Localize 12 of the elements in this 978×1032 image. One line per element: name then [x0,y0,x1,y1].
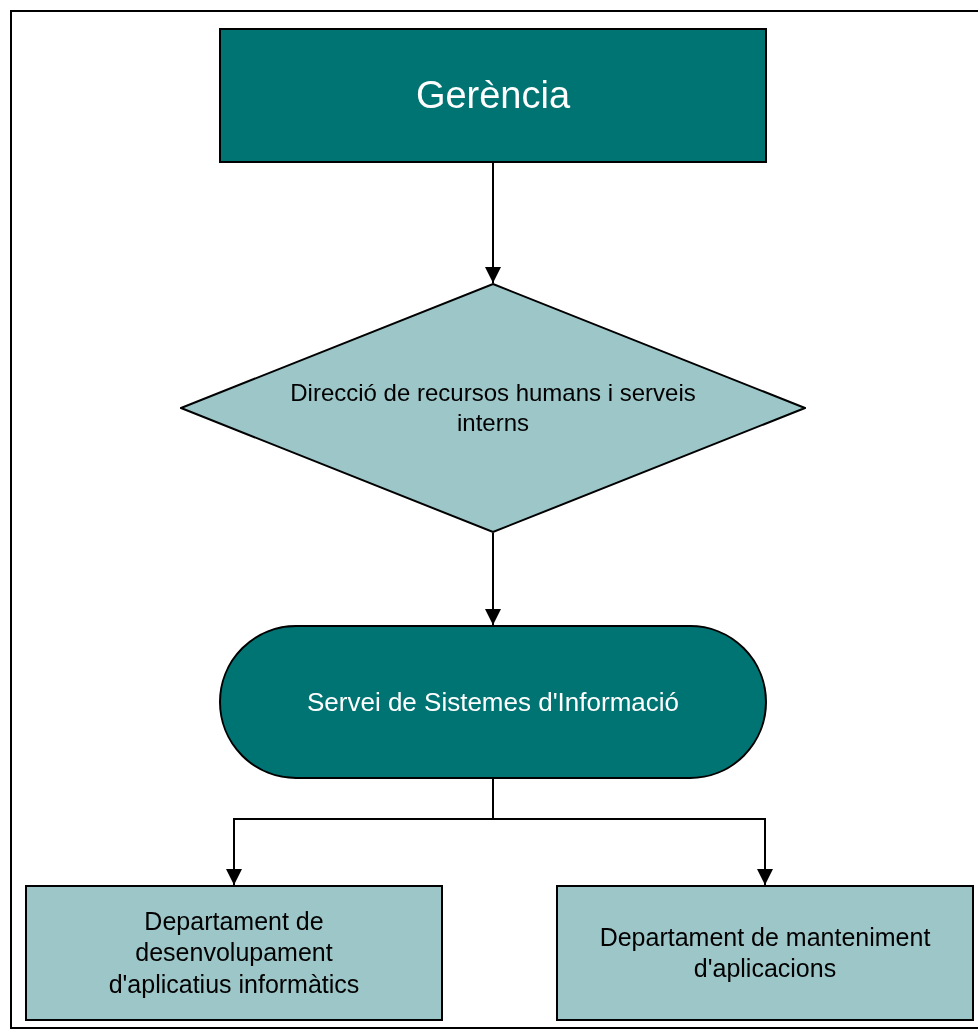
decision-diamond [180,283,806,533]
arrow [485,162,501,284]
node-label: Gerència [415,72,571,118]
process-box [25,885,443,1021]
node-label: Departament de desenvolupament d'aplicatius informàtics [107,906,361,1000]
arrow [485,532,501,626]
arrow [492,778,773,886]
node-label: Direcció de recursos humans i serveis interns [289,378,697,438]
node-label: Servei de Sistemes d'Informació [307,685,679,719]
process-box [556,885,974,1021]
node-label: Departament de manteniment d'aplicacions [598,921,932,984]
process-box [219,28,767,163]
